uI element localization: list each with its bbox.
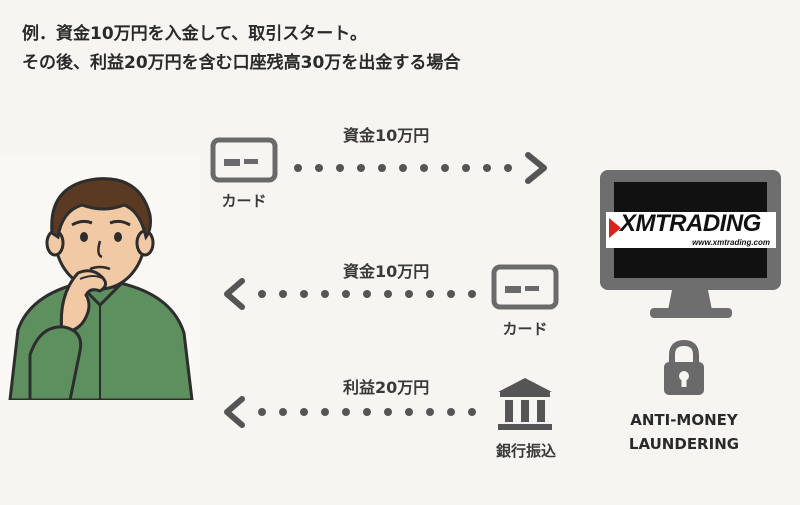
thinking-person-illustration [0, 155, 200, 402]
logo-wordmark: XMTRADING [620, 210, 761, 237]
aml-line-2: LAUNDERING [628, 435, 740, 453]
withdraw-card-arrow-left [222, 276, 484, 316]
withdraw-bank-arrow-left [222, 394, 484, 434]
logo-url: www.xmtrading.com [692, 238, 770, 247]
flow-1-method: カード [221, 192, 267, 210]
aml-label: ANTI-MONEY LAUNDERING [614, 408, 754, 456]
heading-line-2: その後、利益20万円を含む口座残高30万を出金する場合 [22, 53, 461, 73]
padlock-icon [661, 339, 707, 402]
flow-2-amount: 資金10万円 [343, 262, 430, 281]
aml-line-1: ANTI-MONEY [630, 411, 738, 429]
bank-icon [496, 376, 554, 436]
credit-card-icon [491, 264, 559, 314]
deposit-arrow-right [292, 150, 552, 190]
logo-chevron-icon [609, 218, 621, 238]
xmtrading-logo: XMTRADING www.xmtrading.com [606, 210, 776, 248]
flow-3-amount: 利益20万円 [343, 378, 430, 397]
credit-card-icon [210, 137, 278, 187]
heading: 例．資金10万円を入金して、取引スタート。 その後、利益20万円を含む口座残高3… [22, 20, 460, 78]
heading-line-1: 例．資金10万円を入金して、取引スタート。 [22, 24, 367, 44]
flow-2-method: カード [502, 320, 548, 338]
monitor-icon [598, 168, 783, 328]
flow-3-method: 銀行振込 [495, 442, 556, 460]
flow-1-amount: 資金10万円 [343, 126, 430, 145]
